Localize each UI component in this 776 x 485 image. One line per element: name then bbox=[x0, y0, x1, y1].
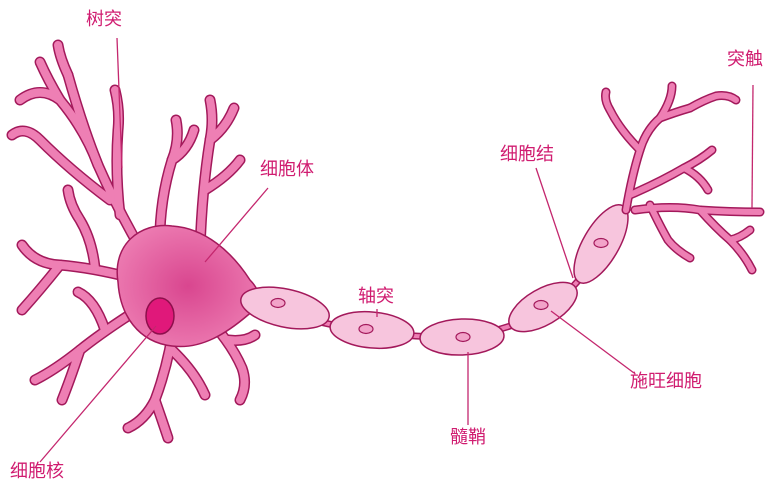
label-nucleus: 细胞核 bbox=[10, 462, 64, 482]
leader-terminal bbox=[752, 85, 753, 208]
schwann-nucleus bbox=[359, 325, 373, 334]
label-schwann: 施旺细胞 bbox=[630, 372, 702, 392]
myelin-sheath bbox=[237, 197, 639, 357]
leader-cell-body bbox=[205, 188, 268, 262]
leader-nucleus bbox=[40, 326, 156, 462]
cell-body bbox=[117, 226, 259, 347]
schwann-nucleus bbox=[456, 333, 470, 342]
label-cell-body: 细胞体 bbox=[260, 160, 314, 180]
schwann-nucleus bbox=[534, 301, 548, 310]
label-myelin: 髓鞘 bbox=[450, 428, 486, 448]
leader-schwann bbox=[551, 311, 634, 373]
nucleus bbox=[146, 298, 174, 334]
label-dendrite: 树突 bbox=[86, 10, 122, 30]
label-terminal: 突触 bbox=[727, 50, 763, 70]
label-axon: 轴突 bbox=[358, 287, 394, 307]
label-node: 细胞结 bbox=[500, 145, 554, 165]
axon-terminal bbox=[606, 86, 761, 270]
schwann-nucleus bbox=[271, 299, 285, 308]
schwann-nucleus bbox=[594, 239, 608, 248]
leader-node bbox=[536, 168, 573, 278]
